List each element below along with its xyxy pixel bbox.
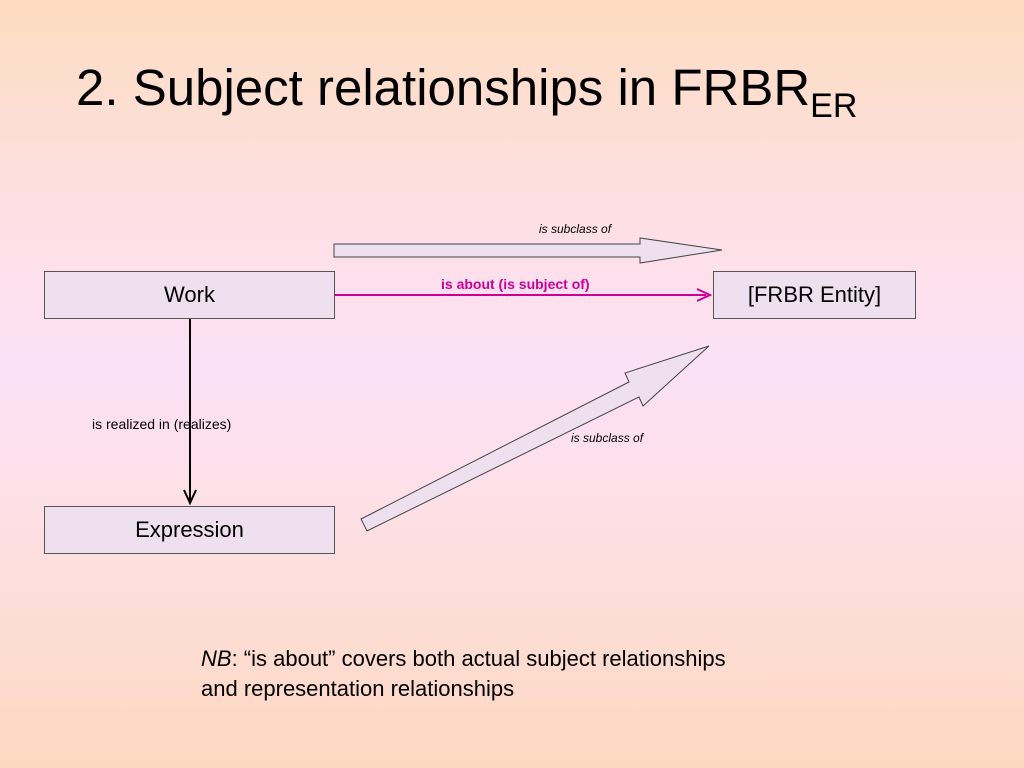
- footnote: NB: “is about” covers both actual subjec…: [201, 644, 761, 704]
- entity-expression: Expression: [44, 506, 335, 554]
- subclass-block-arrow-top: [333, 237, 723, 264]
- label-subclass-top: is subclass of: [539, 222, 612, 236]
- note-prefix: NB: [201, 646, 232, 671]
- entity-work-label: Work: [164, 282, 215, 307]
- page-title: 2. Subject relationships in FRBRER: [76, 59, 857, 123]
- title-subscript: ER: [810, 87, 858, 125]
- entity-expression-label: Expression: [135, 517, 244, 542]
- is-about-arrow-head: [696, 288, 713, 302]
- subclass-block-arrow-bottom: [360, 345, 710, 532]
- note-text: : “is about” covers both actual subject …: [201, 646, 726, 701]
- entity-work: Work: [44, 271, 335, 319]
- entity-frbr-entity-label: [FRBR Entity]: [747, 282, 882, 307]
- entity-frbr-entity: [FRBR Entity]: [713, 271, 916, 319]
- label-realized-in: is realized in (realizes): [92, 416, 232, 432]
- realized-arrow-head: [183, 489, 197, 506]
- label-is-about: is about (is subject of): [441, 276, 590, 292]
- label-subclass-bottom: is subclass of: [571, 431, 644, 445]
- title-main: 2. Subject relationships in FRBR: [76, 59, 811, 116]
